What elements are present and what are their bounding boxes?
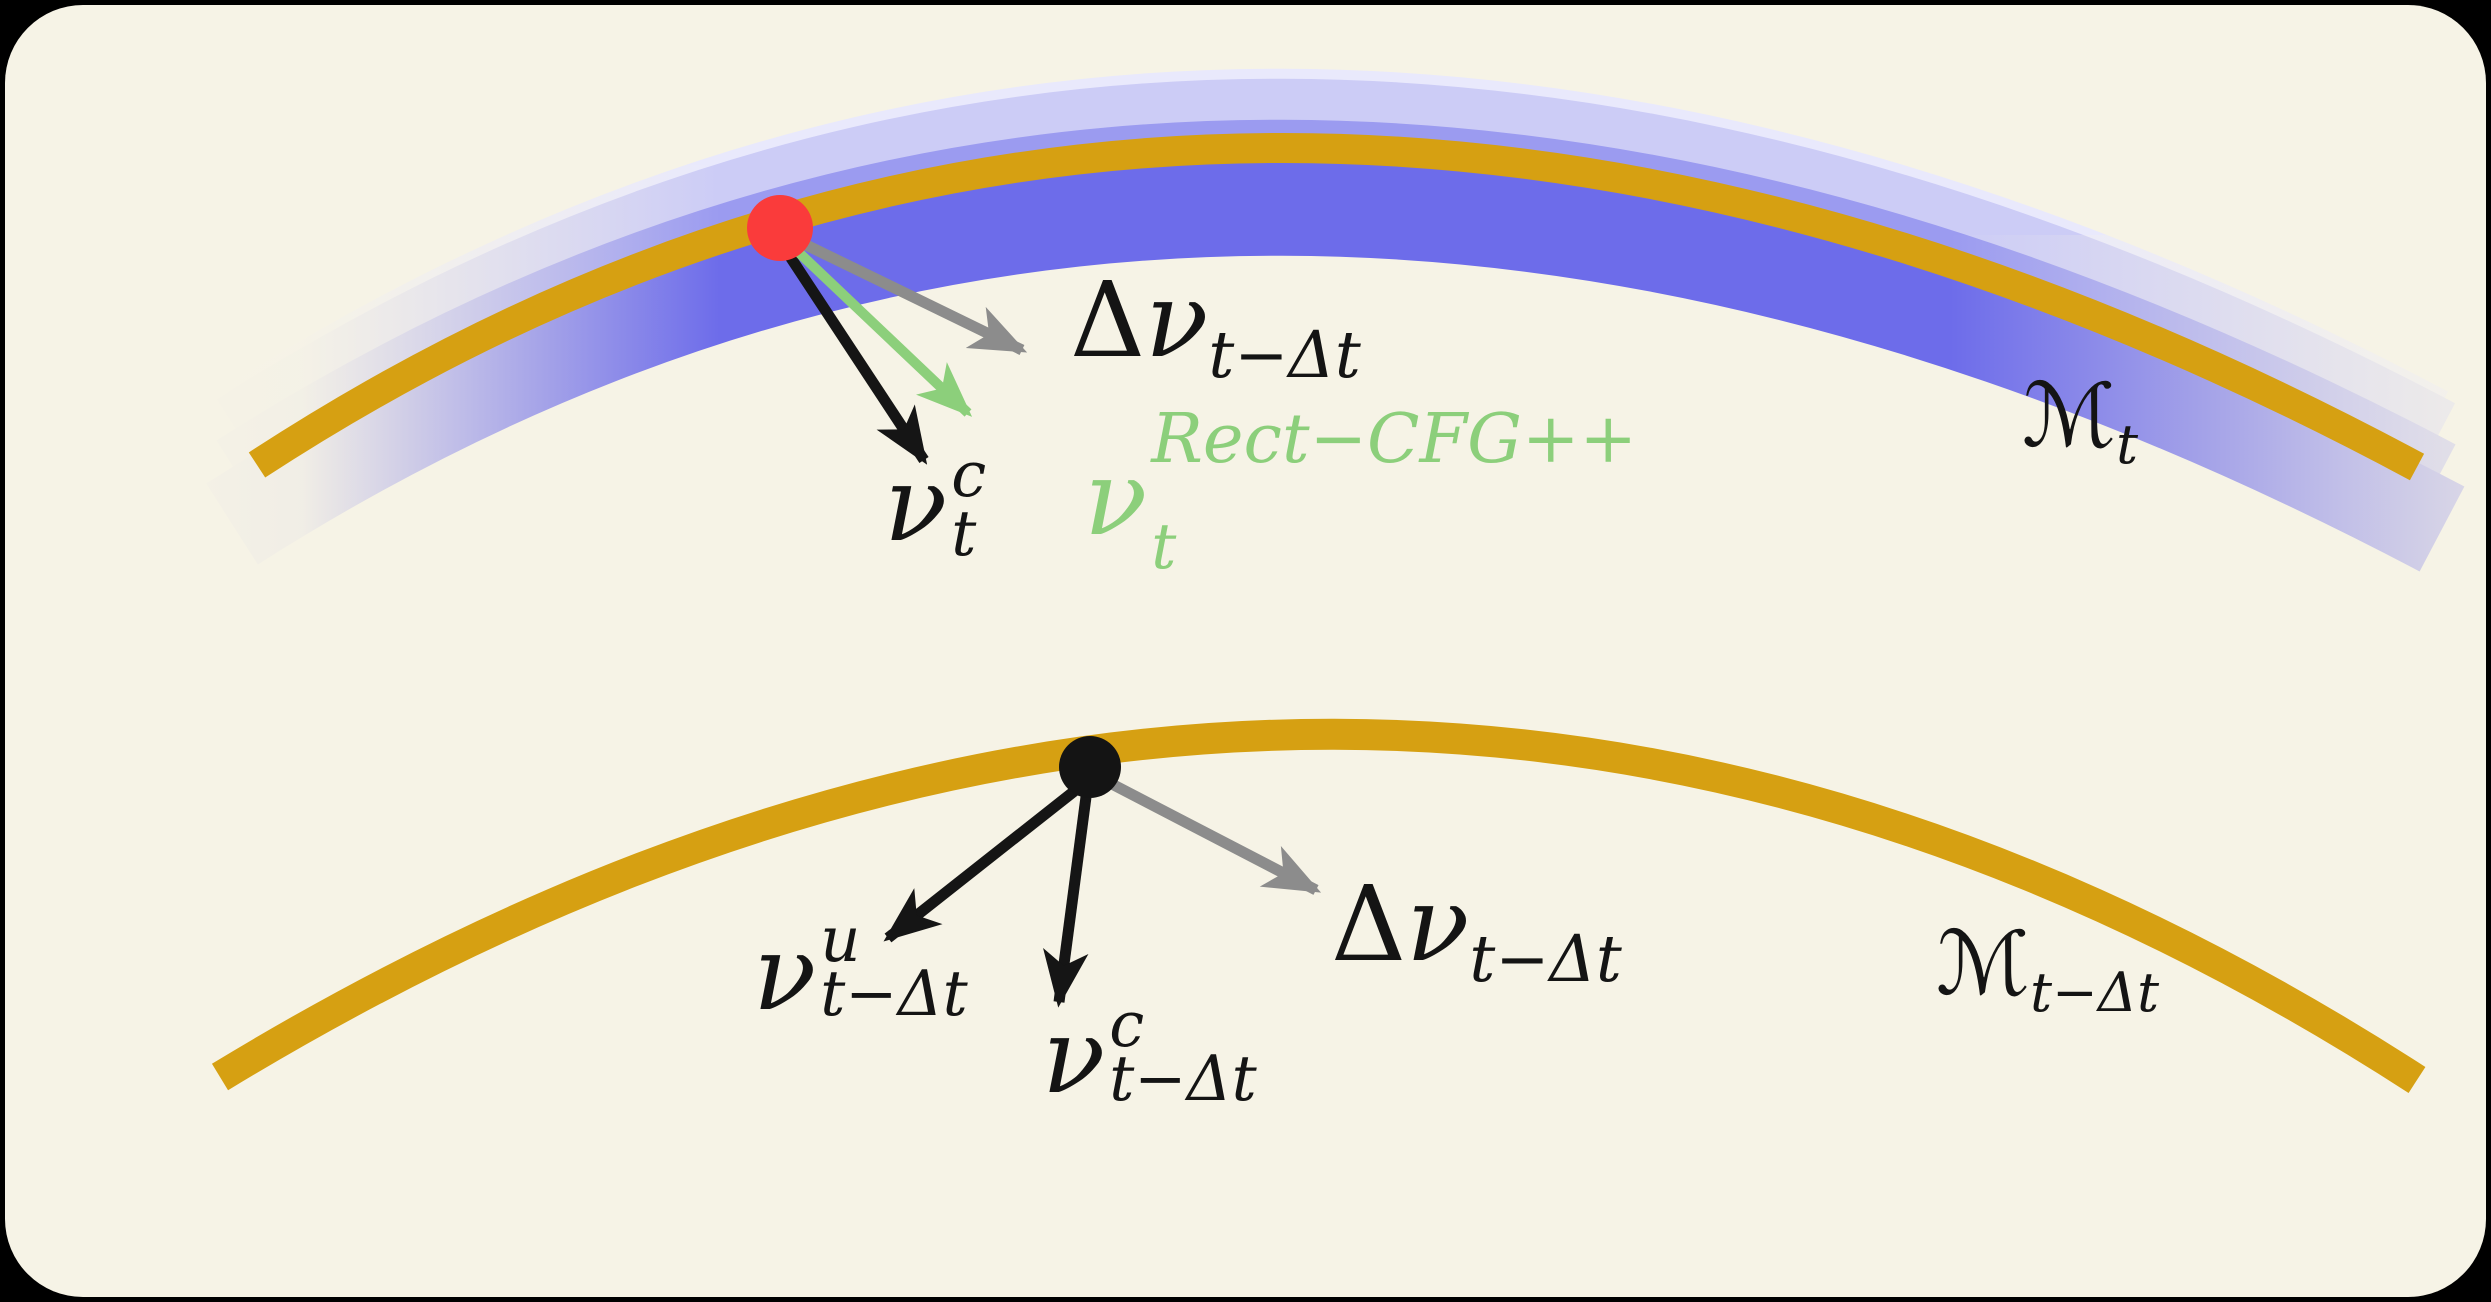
band-fade-left <box>140 165 720 635</box>
uncertainty-band <box>140 68 2475 635</box>
vector-v-c-bottom <box>1043 796 1092 1008</box>
label-delta-v-top: Δνt−Δt <box>1070 268 1361 387</box>
nu-symbol: ν <box>1406 863 1470 985</box>
subscript: t−Δt <box>820 957 968 1031</box>
superscript: c <box>951 438 987 511</box>
nu-symbol: ν <box>1042 995 1106 1117</box>
label-manifold-t-dt: ℳt−Δt <box>1936 920 2159 1020</box>
vector-delta-v-top <box>797 237 1028 355</box>
superscript: u <box>820 903 861 976</box>
subscript: t−Δt <box>1109 1042 1257 1116</box>
vector-v-c-top <box>782 248 929 465</box>
vectors-bottom <box>883 736 1322 1008</box>
vector-v-u-bottom <box>883 784 1081 943</box>
vector-delta-v-bottom <box>1105 777 1322 895</box>
subscript: t <box>2116 412 2139 477</box>
delta-symbol: Δ <box>1331 863 1407 985</box>
manifold-symbol: ℳ <box>1936 912 2031 1015</box>
manifold-curve-bottom <box>211 718 2426 1094</box>
subscript: t−Δt <box>1469 921 1622 997</box>
superscript: c <box>1109 988 1145 1061</box>
subscript: t <box>1151 510 1177 584</box>
nu-symbol: ν <box>753 912 817 1034</box>
sample-point-bottom <box>1059 736 1121 798</box>
vectors-top <box>747 195 1028 465</box>
label-v-rect-cfg: ν Rect−CFG++ t <box>1084 404 1637 609</box>
manifold-curve-top <box>248 133 2425 481</box>
nu-symbol: ν <box>884 443 948 565</box>
delta-symbol: Δ <box>1070 259 1146 381</box>
subscript: t <box>951 497 977 571</box>
label-v-c-bottom: ν c t−Δt <box>1042 993 1257 1116</box>
nu-symbol: ν <box>1084 437 1148 559</box>
sample-point-top <box>747 195 813 261</box>
superscript: Rect−CFG++ <box>1151 399 1637 479</box>
label-manifold-t: ℳt <box>2022 372 2138 472</box>
subscript: t−Δt <box>1208 317 1361 393</box>
subscript: t−Δt <box>2030 960 2160 1025</box>
label-v-c-top: ν c t <box>884 443 986 571</box>
label-delta-v-bottom: Δνt−Δt <box>1331 872 1622 991</box>
nu-symbol: ν <box>1145 259 1209 381</box>
manifold-symbol: ℳ <box>2022 364 2117 467</box>
label-v-u-bottom: ν u t−Δt <box>753 908 968 1031</box>
vector-v-rect-cfg <box>789 243 973 417</box>
